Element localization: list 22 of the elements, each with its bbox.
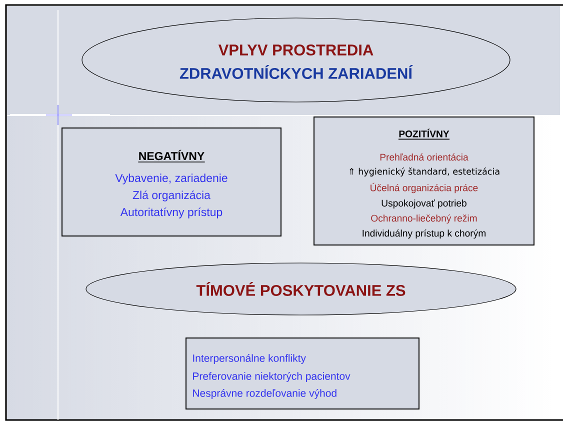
ellipse-heading <box>86 262 516 316</box>
text-line: Individuálny prístup k chorým <box>362 229 486 239</box>
text-line: Prehľadná orientácia <box>380 153 468 161</box>
text-line: Uspokojovať potrieb <box>382 200 466 208</box>
text-line: Účelná organizácia práce <box>370 182 478 194</box>
text-line: Nesprávne rozdeľovanie výhod <box>193 389 336 399</box>
text-line: Autoritatívny prístup <box>120 208 222 218</box>
text-line: Zlá organizácia <box>132 190 210 202</box>
text-line: ZDRAVOTNÍCKYCH ZARIADENÍ <box>180 65 413 79</box>
text-line: TÍMOVÉ POSKYTOVANIE ZS <box>196 282 406 296</box>
text-line: Vybavenie, zariadenie <box>115 174 228 184</box>
heading: NEGATÍVNY <box>138 150 206 162</box>
text-line: VPLYV PROSTREDIA <box>218 44 374 56</box>
ellipse-heading <box>82 18 510 102</box>
text-line: Preferovanie niektorých pacientov <box>193 372 350 382</box>
text-line: Ochranno-liečebný režim <box>371 214 477 224</box>
text-box <box>314 116 534 246</box>
text-box <box>186 338 420 410</box>
text-box <box>62 128 282 236</box>
heading: POZITÍVNY <box>398 128 450 140</box>
text-line: Interpersonálne konflikty <box>193 354 306 364</box>
text-line: ⇑ hygienický štandard, estetizácia <box>350 168 500 176</box>
